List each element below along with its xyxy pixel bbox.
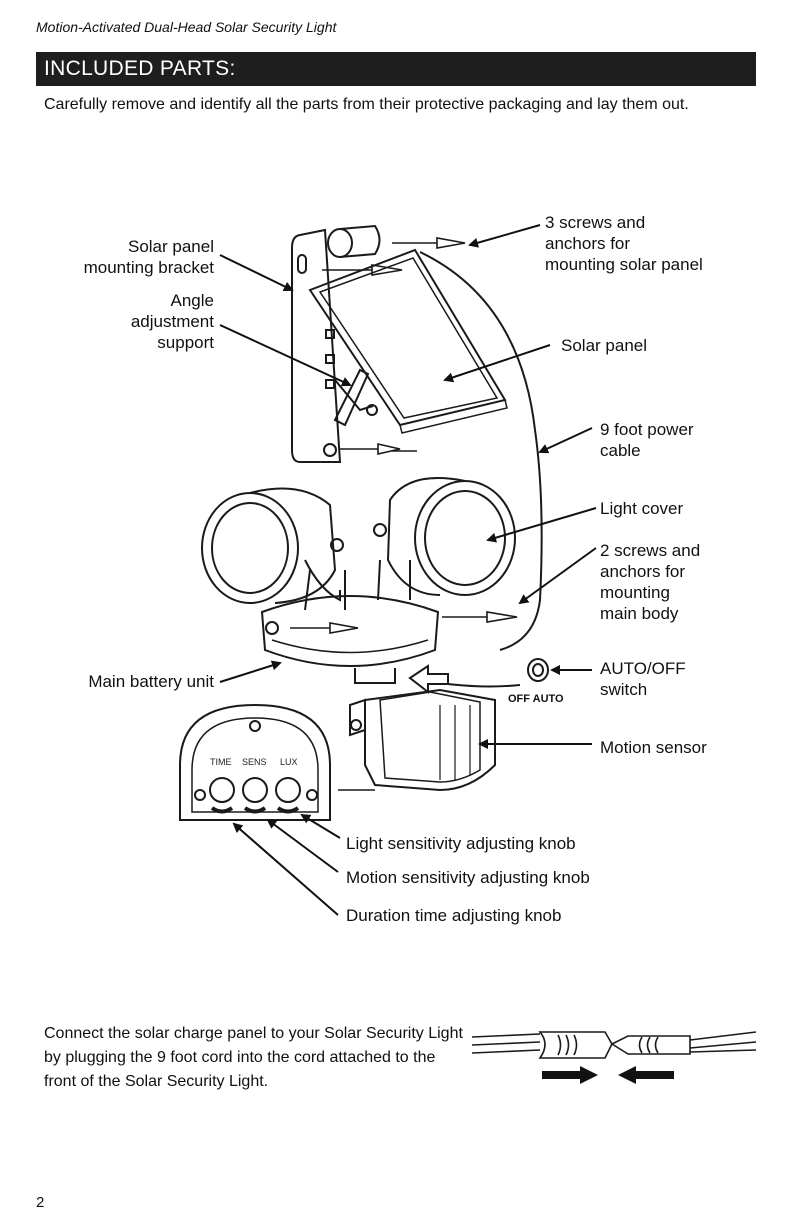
label-screws-body: 2 screws and anchors for mounting main b… [600,541,701,623]
label-solar-panel-bracket: Solar panel mounting bracket [83,237,214,277]
solar-panel-drawing [308,248,508,434]
label-angle-support: Angle adjustment support [130,291,214,352]
motion-sensor-drawing [349,688,496,792]
label-light-knob: Light sensitivity adjusting knob [346,834,576,853]
section-header-bar: INCLUDED PARTS: [36,52,756,86]
battery-unit-drawing [260,595,440,684]
label-duration-knob: Duration time adjusting knob [346,906,562,925]
knob-lux-label: LUX [280,757,298,767]
label-screws-solar: 3 screws and anchors for mounting solar … [545,213,703,274]
left-lamp-drawing [201,487,344,604]
switch-positions-label: OFF AUTO [508,693,564,705]
document-title: Motion-Activated Dual-Head Solar Securit… [36,19,337,35]
screws-body-drawing [442,611,518,623]
page-number: 2 [36,1194,45,1211]
auto-off-switch-drawing [527,658,549,682]
power-cable-drawing [419,251,543,651]
label-solar-panel: Solar panel [561,336,648,355]
bracket-top-knob-drawing [327,224,381,258]
knob-sens-label: SENS [242,757,267,767]
right-lamp-drawing [373,477,516,596]
label-light-cover: Light cover [600,499,684,518]
label-power-cable: 9 foot power cable [600,420,694,460]
label-auto-off-switch: AUTO/OFF switch [600,659,686,699]
section-title: INCLUDED PARTS: [44,57,236,80]
screws-solar-drawing [322,237,466,456]
angle-support-drawing [333,368,378,427]
cord-connector-drawing [471,1031,757,1059]
label-motion-sensor: Motion sensor [600,738,707,757]
label-battery-unit: Main battery unit [88,672,214,691]
knob-time-label: TIME [210,757,232,767]
intro-text: Carefully remove and identify all the pa… [44,96,689,113]
connect-instructions: Connect the solar charge panel to your S… [44,1025,463,1090]
mounting-bracket-drawing [291,228,342,463]
label-motion-knob: Motion sensitivity adjusting knob [346,868,590,887]
knob-panel-drawing [179,703,331,821]
